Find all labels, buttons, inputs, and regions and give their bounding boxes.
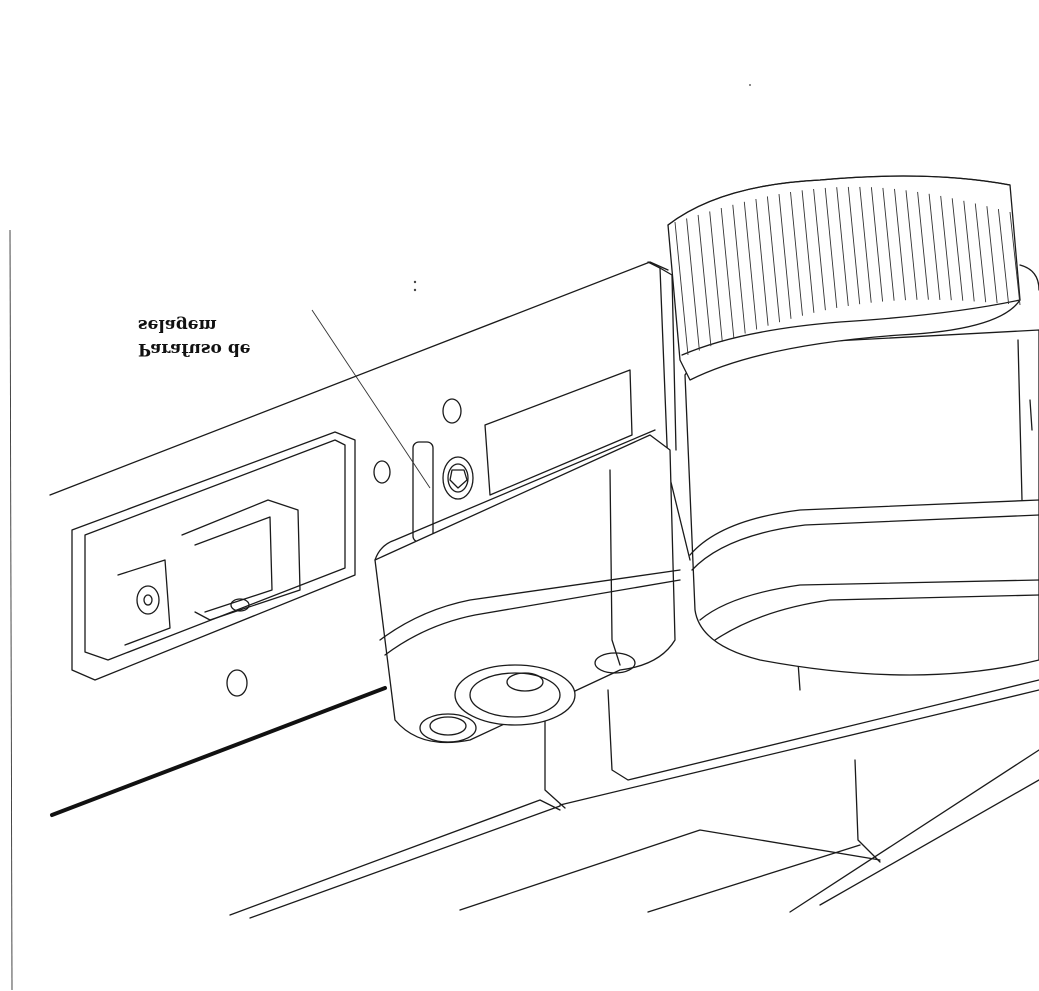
- mounting-holes: [226, 398, 462, 697]
- knurl-ridge: [709, 211, 723, 342]
- knurl-ridge: [847, 186, 861, 305]
- knurl-ridge: [963, 200, 975, 302]
- knurl-ridges: [674, 186, 1021, 356]
- knurl-ridge: [686, 218, 700, 351]
- knurl-ridge: [974, 203, 987, 303]
- knurl-ridge: [917, 191, 929, 300]
- connector-port: [71, 431, 356, 681]
- knurl-ridge: [986, 206, 998, 304]
- knurl-ridge: [836, 187, 849, 306]
- housing-plate: [49, 261, 1039, 919]
- knurl-ridge: [870, 187, 884, 302]
- knurl-ridge: [894, 188, 906, 301]
- knurl-ridge: [1009, 211, 1021, 306]
- clamp-block: [374, 429, 681, 744]
- knurl-ridge: [859, 186, 872, 303]
- callout-line-2: selagem: [138, 315, 217, 335]
- knurl-ridge: [940, 195, 952, 301]
- callout-label: Parafuso de selagem: [138, 313, 308, 361]
- knurl-ridge: [790, 191, 803, 316]
- sealing-screw: [412, 441, 474, 543]
- callout-leader: [311, 309, 431, 489]
- scan-specks: [9, 84, 751, 991]
- label-plate: [484, 369, 633, 496]
- knurl-ridge: [674, 221, 689, 356]
- knurl-ridge: [720, 207, 735, 338]
- knurl-ridge: [928, 193, 941, 300]
- knurl-ridge: [743, 201, 758, 330]
- knurl-ridge: [755, 198, 769, 326]
- knurl-ridge: [824, 187, 838, 308]
- knurl-ridge: [905, 190, 918, 300]
- knurl-ridge: [697, 214, 712, 347]
- knurl-ridge: [766, 196, 781, 323]
- knurl-ridge: [778, 194, 792, 319]
- knurl-ridge: [882, 187, 895, 301]
- cylinder-body: [684, 329, 1039, 676]
- callout-line-1: Parafuso de: [138, 339, 251, 359]
- knurl-ridge: [732, 204, 746, 334]
- knurl-ridge: [813, 188, 826, 311]
- knurl-ridge: [801, 190, 815, 313]
- knurled-knob: [667, 175, 1039, 381]
- knurl-ridge: [997, 209, 1010, 305]
- knurl-ridge: [951, 198, 964, 301]
